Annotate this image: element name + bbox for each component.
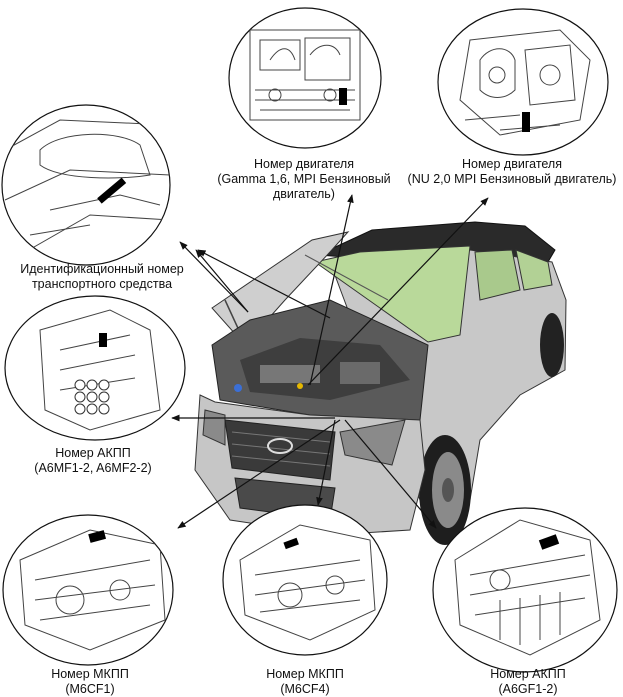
vin-subtitle: транспортного средства [31,277,173,291]
arrow-akpp-a6gf [344,419,437,529]
engine-gamma-type: двигатель) [273,187,335,201]
vin-title: Идентификационный номер [20,262,184,276]
manual-transmission-icon [2,514,174,666]
engine-gamma-title: Номер двигателя [253,157,354,171]
akpp-a6gf-model: (A6GF1-2) [498,682,558,696]
mkpp-m6cf4-title: Номер МКПП [266,667,344,681]
label-mkpp-m6cf1: Номер МКПП (M6CF1) [30,667,150,697]
automatic-transmission-icon [432,507,618,673]
engine-nu-model: (NU 2,0 MPI Бензиновый двигатель) [407,172,617,186]
arrow-vin [179,241,249,313]
mkpp-m6cf1-model: (M6CF1) [65,682,115,696]
label-akpp-a6mf: Номер АКПП (A6MF1-2, A6MF2-2) [8,446,178,476]
windshield [313,245,471,343]
suv-car-icon [194,221,567,545]
engine-nu-title: Номер двигателя [461,157,562,171]
vin-plate-icon [1,104,171,266]
arrow-mkpp-m6cf4 [316,419,336,506]
label-engine-gamma: Номер двигателя (Gamma 1,6, MPI Бензинов… [214,157,394,202]
label-akpp-a6gf: Номер АКПП (A6GF1-2) [468,667,588,697]
mkpp-m6cf1-title: Номер МКПП [51,667,129,681]
leader-arrows [171,194,489,529]
label-mkpp-m6cf4: Номер МКПП (M6CF4) [245,667,365,697]
engine-gamma-icon [228,7,382,149]
arrow-engine-gamma [309,194,354,386]
engine-nu-icon [437,8,609,156]
akpp-a6gf-title: Номер АКПП [490,667,566,681]
label-engine-nu: Номер двигателя (NU 2,0 MPI Бензиновый д… [405,157,619,187]
manual-transmission-icon [222,504,388,656]
mkpp-m6cf4-model: (M6CF4) [280,682,330,696]
akpp-a6mf-title: Номер АКПП [55,446,131,460]
akpp-a6mf-model: (A6MF1-2, A6MF2-2) [34,461,152,475]
engine-gamma-model: (Gamma 1,6, MPI Бензиновый [217,172,391,186]
arrow-vin-3 [197,249,331,319]
automatic-transmission-icon [4,295,186,441]
label-vin: Идентификационный номер транспортного ср… [4,262,200,292]
arrow-vin-2 [195,249,249,313]
arrow-mkpp-m6cf1 [177,419,341,529]
arrow-engine-nu [307,197,489,386]
